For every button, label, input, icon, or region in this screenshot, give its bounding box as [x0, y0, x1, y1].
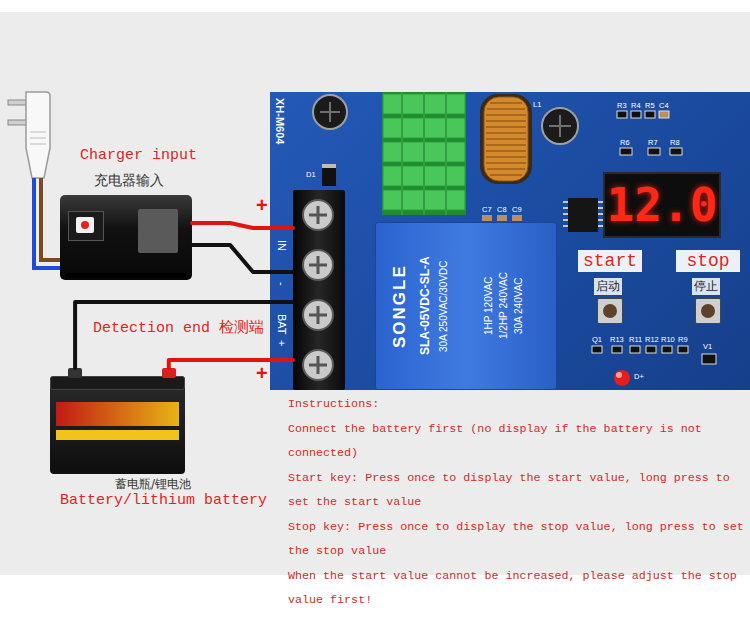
battery-band	[56, 402, 179, 426]
pcb-board: XH-M604IN-BAT+SONGLESLA-05VDC-SL-A30A 25…	[270, 92, 750, 390]
instruction-line: Stop key: Press once to display the stop…	[288, 515, 747, 564]
board-model: XH-M604	[274, 98, 286, 144]
charger-subtitle: 充电器输入	[94, 172, 164, 190]
button-label: stop	[676, 250, 740, 272]
terminal-block: IN-BAT+	[293, 190, 345, 390]
silkscreen-label: C9	[512, 205, 522, 214]
silkscreen-label: R9	[678, 335, 688, 344]
instruction-line: Instructions:	[288, 392, 747, 417]
instruction-line: When the start value cannot be increased…	[288, 564, 747, 613]
terminal-silk: BAT	[276, 314, 288, 335]
charger-led	[81, 221, 89, 229]
silkscreen-label: D1	[306, 170, 316, 179]
silkscreen-label: R13	[610, 335, 624, 344]
charger-node: Charger input充电器输入	[60, 145, 192, 280]
silkscreen-label: C8	[497, 205, 507, 214]
charger-sticker	[138, 209, 178, 253]
plug-prong	[8, 100, 28, 105]
silkscreen-label: R7	[648, 138, 658, 147]
relay-rating: 1/2HP 240VAC	[498, 223, 509, 389]
terminal-silk: -	[276, 282, 288, 286]
relay: SONGLE SLA-05VDC-SL-A 30A 250VAC/30VDC 1HP …	[375, 222, 557, 390]
silkscreen-label: R4	[631, 101, 641, 110]
display-digits: 12.0	[605, 174, 719, 236]
battery-node: 蓄电瓶/锂电池Battery/lithium battery	[50, 368, 270, 513]
silkscreen-label: R5	[645, 101, 655, 110]
polarity-mark: +	[256, 194, 268, 217]
relay-brand: SONGLE	[390, 223, 410, 389]
wire	[75, 302, 293, 368]
polarity-mark: +	[256, 362, 268, 385]
silkscreen-label: R6	[620, 138, 630, 147]
instructions: Instructions:Connect the battery first (…	[288, 392, 747, 613]
charger-title: Charger input	[80, 147, 197, 164]
battery-post-negative	[68, 368, 82, 378]
battery-subtitle: 蓄电瓶/锂电池	[115, 476, 191, 493]
battery-lid	[50, 376, 185, 390]
relay-model: SLA-05VDC-SL-A	[418, 223, 432, 389]
button-label-cn: 启动	[594, 278, 622, 295]
relay-rating: 30A 240VAC	[513, 223, 524, 389]
charger-foot	[66, 273, 186, 278]
button-label: start	[578, 250, 642, 272]
button-label-cn: 停止	[692, 278, 720, 295]
backdrop	[0, 12, 750, 575]
button-cap	[603, 304, 617, 318]
silkscreen-label: R10	[661, 335, 675, 344]
silkscreen-label: L1	[533, 100, 541, 109]
silkscreen-label: C4	[659, 101, 669, 110]
battery-title: Battery/lithium battery	[60, 492, 267, 509]
stop-button: stop 停止	[676, 250, 740, 334]
button-cap	[701, 304, 715, 318]
led-display: 12.0	[603, 172, 721, 238]
silkscreen-label: D+	[634, 372, 644, 381]
silkscreen-label: R11	[629, 335, 642, 344]
relay-print: SONGLE SLA-05VDC-SL-A 30A 250VAC/30VDC 1HP …	[376, 223, 556, 389]
terminal-silk: IN	[276, 240, 288, 251]
plug-grip	[30, 132, 46, 144]
plug-body	[26, 92, 50, 178]
relay-rating: 30A 250VAC/30VDC	[438, 223, 449, 389]
relay-rating: 1HP 120VAC	[483, 223, 494, 389]
instruction-line: Start key: Press once to display the sta…	[288, 466, 747, 515]
instruction-line: Connect the battery first (no display if…	[288, 417, 747, 466]
battery-post-positive	[162, 368, 176, 378]
plug-prong	[8, 120, 28, 125]
silkscreen-label: R3	[617, 101, 627, 110]
terminal-silk: +	[276, 340, 288, 346]
battery-stripe	[56, 430, 179, 440]
silkscreen-label: V1	[703, 342, 712, 351]
silkscreen-label: Q1	[592, 335, 602, 344]
silkscreen-label: R12	[645, 335, 659, 344]
silkscreen-label: C7	[482, 205, 492, 214]
edge-label: Detection end 检测端	[93, 318, 264, 337]
silkscreen-label: R8	[670, 138, 680, 147]
start-button: start 启动	[578, 250, 642, 334]
